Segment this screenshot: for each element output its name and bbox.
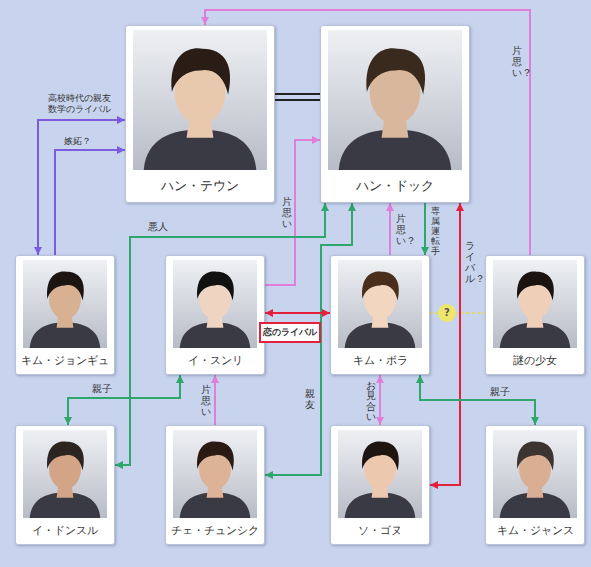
relation-line: [389, 203, 391, 255]
character-card: ハン・ドック: [320, 25, 470, 203]
character-card: ソ・ゴヌ: [330, 425, 430, 545]
relation-label: 親友: [305, 388, 315, 410]
character-photo: [133, 30, 267, 170]
relation-label: 高校時代の親友 数学のライバル: [48, 93, 122, 115]
relation-label: お見合い: [366, 381, 376, 423]
character-card: キム・ジャンス: [485, 425, 585, 545]
relation-label: 嫉妬？: [64, 136, 91, 147]
relation-label: 専属運転手: [431, 207, 440, 256]
relation-label: 悪人: [148, 221, 168, 233]
relation-line: [420, 375, 535, 425]
character-card: キム・ジョンギュ: [15, 255, 115, 375]
relation-label: 片思い？: [512, 45, 522, 78]
character-card: イ・ドンスル: [15, 425, 115, 545]
relation-line: [265, 312, 330, 314]
relation-line: [55, 150, 125, 255]
character-card: 謎の少女: [485, 255, 585, 375]
character-card: チェ・チュンシク: [165, 425, 265, 545]
character-photo: [23, 260, 107, 348]
relation-label: 親子: [92, 383, 112, 395]
character-photo: [328, 30, 462, 170]
character-name: ソ・ゴヌ: [358, 518, 402, 541]
relation-label: 片思い？: [396, 213, 406, 246]
character-name: イ・スンリ: [188, 348, 243, 371]
character-name: ハン・ドック: [356, 170, 434, 199]
character-card: キム・ボラ: [330, 255, 430, 375]
relation-label: 片思い: [282, 196, 292, 229]
character-name: チェ・チュンシク: [171, 518, 259, 541]
relation-label: ライバル？: [465, 240, 475, 284]
character-name: ハン・テウン: [161, 170, 239, 199]
relation-label: 片思い: [201, 384, 211, 417]
character-card: イ・スンリ: [165, 255, 265, 375]
character-name: キム・ジョンギュ: [21, 348, 109, 371]
character-photo: [23, 430, 107, 518]
character-photo: [338, 430, 422, 518]
character-photo: [173, 260, 257, 348]
relation-line: [424, 203, 426, 255]
character-photo: [493, 260, 577, 348]
character-name: 謎の少女: [513, 348, 557, 371]
relation-line: [68, 375, 180, 425]
rival-tag: 恋のライバル: [259, 322, 321, 343]
relation-line: [430, 203, 460, 485]
question-badge: ?: [438, 304, 456, 322]
relation-label: 親子: [490, 386, 510, 398]
character-card: ハン・テウン: [125, 25, 275, 203]
character-photo: [338, 260, 422, 348]
character-photo: [173, 430, 257, 518]
relation-line: [38, 120, 125, 255]
relation-line: [275, 94, 320, 100]
character-name: イ・ドンスル: [32, 518, 98, 541]
character-name: キム・ジャンス: [497, 518, 574, 541]
character-name: キム・ボラ: [353, 348, 408, 371]
relation-line: [379, 375, 381, 425]
character-photo: [493, 430, 577, 518]
relation-line: [214, 375, 216, 425]
